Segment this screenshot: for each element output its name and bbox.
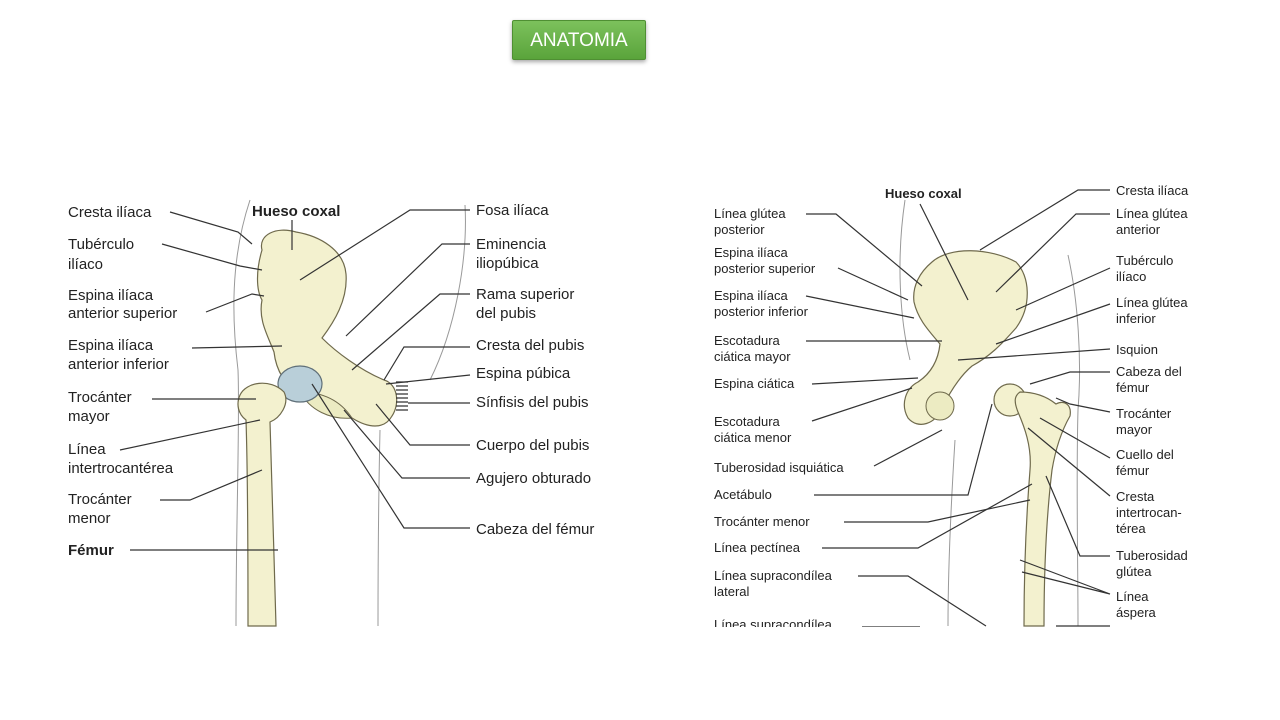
label-agujero-obturado: Agujero obturado bbox=[476, 470, 591, 487]
label-femur: Fémur bbox=[68, 542, 114, 559]
label-cabeza-femur: Cabeza del fémur bbox=[476, 521, 594, 538]
label-linea-intertrocanterea-1: Línea bbox=[68, 441, 106, 458]
label-espina-iliaca-as-2: anterior superior bbox=[68, 305, 177, 322]
label-espina-iliaca-ai-2: anterior inferior bbox=[68, 356, 169, 373]
label-tuberculo-iliaco-2: ilíaco bbox=[68, 256, 103, 273]
label-r-tuberosidad-glutea-1: Tuberosidad bbox=[1116, 548, 1188, 563]
label-cresta-pubis: Cresta del pubis bbox=[476, 337, 584, 354]
label-r-isquion: Isquion bbox=[1116, 342, 1158, 357]
label-r-espina-ciatica: Espina ciática bbox=[714, 376, 795, 391]
label-r-linea-supracondilea-lateral-1: Línea supracondílea bbox=[714, 568, 833, 583]
label-trocanter-menor-1: Trocánter bbox=[68, 491, 132, 508]
right-figure: Hueso coxal Línea glútea posterior Espin… bbox=[714, 183, 1189, 632]
label-rama-superior-2: del pubis bbox=[476, 305, 536, 322]
label-r-linea-glutea-anterior-2: anterior bbox=[1116, 222, 1161, 237]
label-r-escotadura-menor-2: ciática menor bbox=[714, 430, 792, 445]
label-r-cuello-femur-1: Cuello del bbox=[1116, 447, 1174, 462]
label-r-linea-glutea-anterior-1: Línea glútea bbox=[1116, 206, 1188, 221]
label-r-trocanter-menor: Trocánter menor bbox=[714, 514, 810, 529]
label-r-tuberosidad-isquiatica: Tuberosidad isquiática bbox=[714, 460, 844, 475]
femur-illustration bbox=[238, 383, 286, 626]
left-figure: Cresta ilíaca Tubérculo ilíaco Espina il… bbox=[68, 200, 594, 626]
label-r-cresta-intertrocanterea-2: intertrocan- bbox=[1116, 505, 1182, 520]
label-r-cresta-intertrocanterea-1: Cresta bbox=[1116, 489, 1155, 504]
bottom-margin bbox=[0, 627, 1280, 720]
label-r-linea-aspera-1: Línea bbox=[1116, 589, 1149, 604]
label-cresta-iliaca: Cresta ilíaca bbox=[68, 204, 152, 221]
label-r-espina-ps-1: Espina ilíaca bbox=[714, 245, 788, 260]
label-r-trocanter-mayor-1: Trocánter bbox=[1116, 406, 1172, 421]
label-hueso-coxal: Hueso coxal bbox=[252, 203, 340, 220]
label-rama-superior-1: Rama superior bbox=[476, 286, 574, 303]
label-r-linea-glutea-posterior-1: Línea glútea bbox=[714, 206, 786, 221]
label-r-tuberculo-iliaco-2: ilíaco bbox=[1116, 269, 1146, 284]
label-r-linea-aspera-2: áspera bbox=[1116, 605, 1157, 620]
label-trocanter-mayor-2: mayor bbox=[68, 408, 110, 425]
label-cuerpo-pubis: Cuerpo del pubis bbox=[476, 437, 589, 454]
label-fosa-iliaca: Fosa ilíaca bbox=[476, 202, 549, 219]
label-trocanter-menor-2: menor bbox=[68, 510, 111, 527]
label-trocanter-mayor-1: Trocánter bbox=[68, 389, 132, 406]
label-espina-iliaca-as-1: Espina ilíaca bbox=[68, 287, 154, 304]
label-r-escotadura-mayor-2: ciática mayor bbox=[714, 349, 791, 364]
label-r-linea-glutea-inferior-2: inferior bbox=[1116, 311, 1156, 326]
label-r-escotadura-mayor-1: Escotadura bbox=[714, 333, 781, 348]
label-r-linea-glutea-inferior-1: Línea glútea bbox=[1116, 295, 1188, 310]
label-r-cresta-intertrocanterea-3: térea bbox=[1116, 521, 1146, 536]
label-r-espina-pi-2: posterior inferior bbox=[714, 304, 809, 319]
label-r-escotadura-menor-1: Escotadura bbox=[714, 414, 781, 429]
label-r-cresta-iliaca: Cresta ilíaca bbox=[1116, 183, 1189, 198]
label-r-tuberculo-iliaco-1: Tubérculo bbox=[1116, 253, 1173, 268]
label-r-espina-ps-2: posterior superior bbox=[714, 261, 816, 276]
label-linea-intertrocanterea-2: intertrocantérea bbox=[68, 460, 174, 477]
label-sinfisis-pubis: Sínfisis del pubis bbox=[476, 394, 589, 411]
label-r-linea-supracondilea-lateral-2: lateral bbox=[714, 584, 750, 599]
label-eminencia-iliopubica-1: Eminencia bbox=[476, 236, 547, 253]
label-eminencia-iliopubica-2: iliopúbica bbox=[476, 255, 539, 272]
label-r-linea-glutea-posterior-2: posterior bbox=[714, 222, 765, 237]
label-r-cabeza-femur-2: fémur bbox=[1116, 380, 1150, 395]
label-r-acetabulo: Acetábulo bbox=[714, 487, 772, 502]
label-r-hueso-coxal: Hueso coxal bbox=[885, 186, 962, 201]
label-r-trocanter-mayor-2: mayor bbox=[1116, 422, 1153, 437]
label-espina-iliaca-ai-1: Espina ilíaca bbox=[68, 337, 154, 354]
label-espina-pubica: Espina púbica bbox=[476, 365, 571, 382]
label-r-espina-pi-1: Espina ilíaca bbox=[714, 288, 788, 303]
label-r-tuberosidad-glutea-2: glútea bbox=[1116, 564, 1152, 579]
label-r-cabeza-femur-1: Cabeza del bbox=[1116, 364, 1182, 379]
posterior-femur-illustration bbox=[1015, 392, 1070, 626]
label-r-linea-pectinea: Línea pectínea bbox=[714, 540, 801, 555]
label-tuberculo-iliaco-1: Tubérculo bbox=[68, 236, 134, 253]
label-r-cuello-femur-2: fémur bbox=[1116, 463, 1150, 478]
